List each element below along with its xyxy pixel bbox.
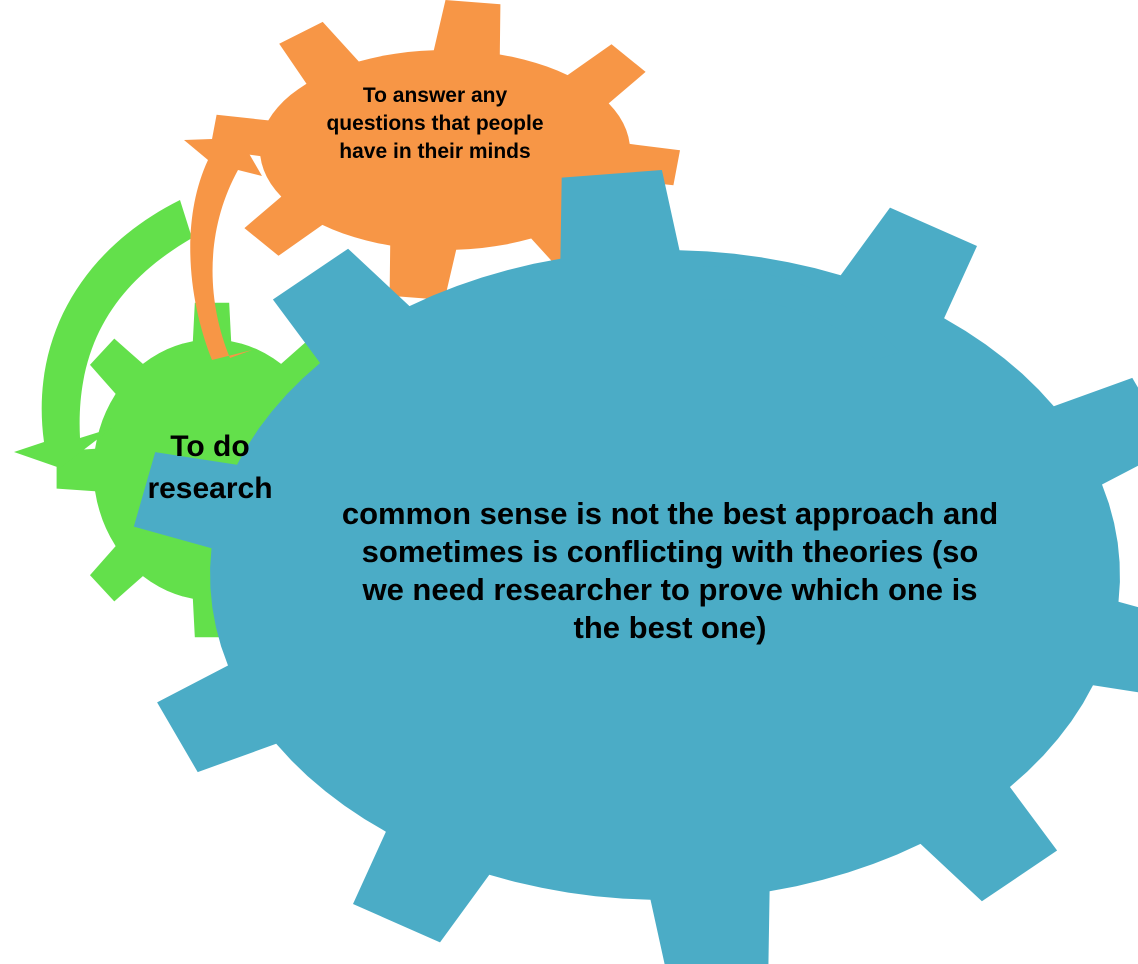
blue-gear-label: common sense is not the best approach an…: [341, 496, 999, 645]
orange-curved-arrow: [184, 138, 262, 360]
orange-gear-label: To answer any questions that people have…: [326, 84, 544, 163]
green-curved-arrow: [14, 200, 192, 468]
blue-gear: [133, 170, 1138, 964]
blue-curved-arrow: [700, 266, 900, 360]
green-gear-label: To do research: [147, 430, 273, 505]
